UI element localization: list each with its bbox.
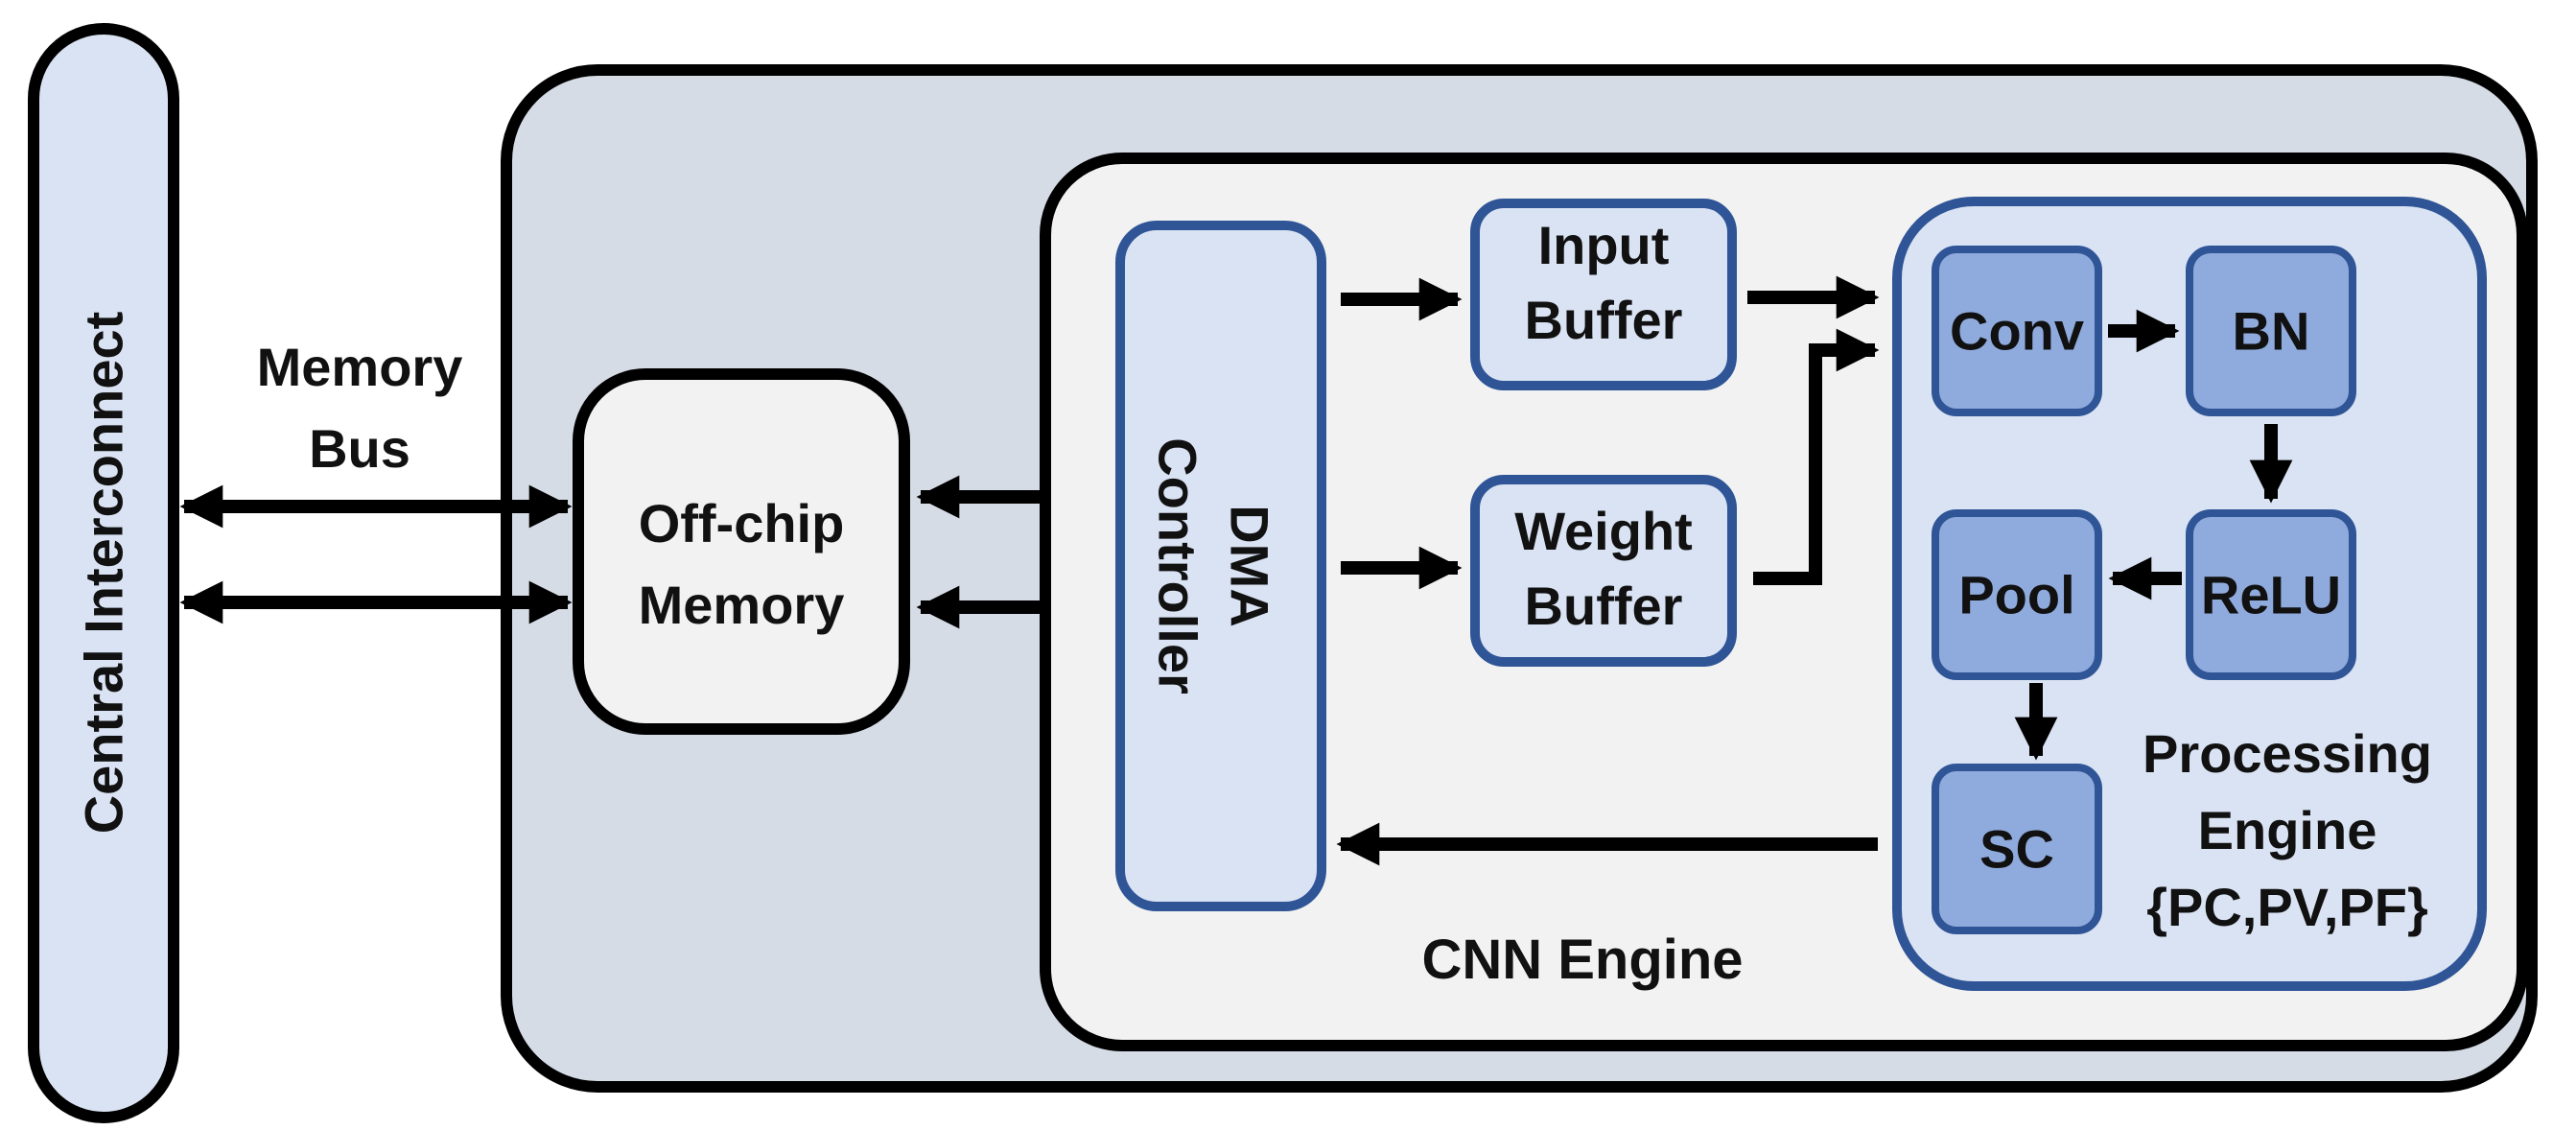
dma-controller-label-line1: DMA (1220, 505, 1280, 627)
dma-controller-block (1115, 221, 1326, 911)
processing-engine-label-line2: Engine (2198, 800, 2377, 860)
weight-buffer-label-line2: Buffer (1525, 576, 1683, 636)
offchip-memory-block (573, 368, 910, 735)
pool-block (1932, 509, 2102, 680)
relu-label: ReLU (2201, 565, 2341, 625)
memory-bus-label-line1: Memory (257, 337, 463, 397)
input-buffer-label-line1: Input (1538, 215, 1670, 275)
memory-bus-label-line2: Bus (309, 418, 410, 479)
weight-buffer-block (1470, 475, 1737, 667)
weight-buffer-label-line1: Weight (1514, 501, 1693, 561)
conv-label: Conv (1950, 301, 2084, 362)
offchip-memory-label-line1: Off-chip (639, 493, 845, 553)
central-interconnect-label: Central Interconnect (74, 312, 134, 835)
dma-controller-label-line2: Controller (1148, 437, 1208, 694)
weight-buffer-to-pe-arrow (1753, 328, 1880, 585)
sc-label: SC (1979, 819, 2054, 880)
processing-engine-label-line1: Processing (2143, 723, 2432, 784)
processing-engine-label-line3: {PC,PV,PF} (2146, 877, 2428, 937)
relu-block (2186, 509, 2356, 680)
central-interconnect-block (28, 23, 179, 1123)
dma-controller-label: DMA Controller (1148, 437, 1280, 694)
sc-block (1932, 764, 2102, 934)
conv-block (1932, 246, 2102, 416)
bn-block (2186, 246, 2356, 416)
input-buffer-block (1470, 199, 1737, 390)
bn-label: BN (2233, 301, 2310, 362)
pool-label: Pool (1958, 565, 2074, 625)
cnn-engine-label: CNN Engine (1421, 929, 1743, 991)
input-buffer-label-line2: Buffer (1525, 290, 1683, 350)
offchip-memory-label-line2: Memory (639, 575, 845, 635)
